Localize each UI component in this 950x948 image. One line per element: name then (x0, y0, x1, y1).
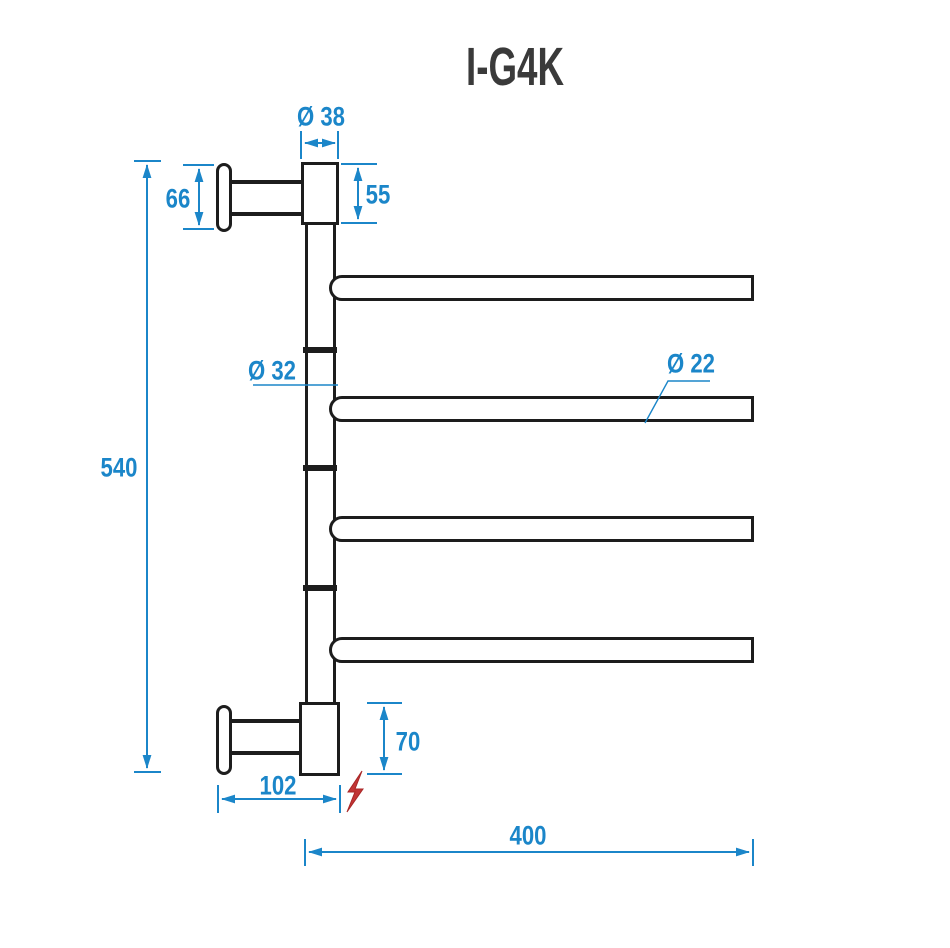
dim-label-400: 400 (509, 820, 547, 851)
towel-arm-3 (329, 516, 754, 542)
mount-arm-bottom-lower-line (229, 751, 300, 755)
dim-label-22: Ø 22 (666, 348, 716, 379)
mount-arm-bottom-upper-line (229, 719, 300, 723)
swivel-hub-top (301, 162, 339, 225)
towel-arm-4 (329, 637, 754, 663)
dim-label-70: 70 (395, 726, 421, 757)
wall-plate-bottom (216, 705, 232, 775)
model-title: I-G4K (466, 37, 564, 97)
mount-arm-top-upper-line (229, 180, 303, 184)
wall-plate-top (216, 163, 232, 232)
mount-arm-top-lower-line (229, 212, 303, 216)
post-joint-2 (303, 465, 337, 471)
dim-label-102: 102 (259, 770, 297, 801)
post-joint-3 (303, 585, 337, 591)
dim-label-540: 540 (100, 452, 138, 483)
post-joint-1 (303, 347, 337, 353)
vertical-post (305, 223, 336, 704)
dim-label-55: 55 (365, 179, 391, 210)
dim-label-38: Ø 38 (296, 101, 346, 132)
towel-arm-2 (329, 396, 754, 422)
dim-label-66: 66 (165, 183, 191, 214)
dim-label-32: Ø 32 (247, 355, 297, 386)
leader-line-22 (644, 380, 710, 424)
swivel-hub-bottom (299, 702, 340, 776)
lightning-bolt-icon (346, 770, 364, 813)
towel-arm-1 (329, 275, 754, 301)
